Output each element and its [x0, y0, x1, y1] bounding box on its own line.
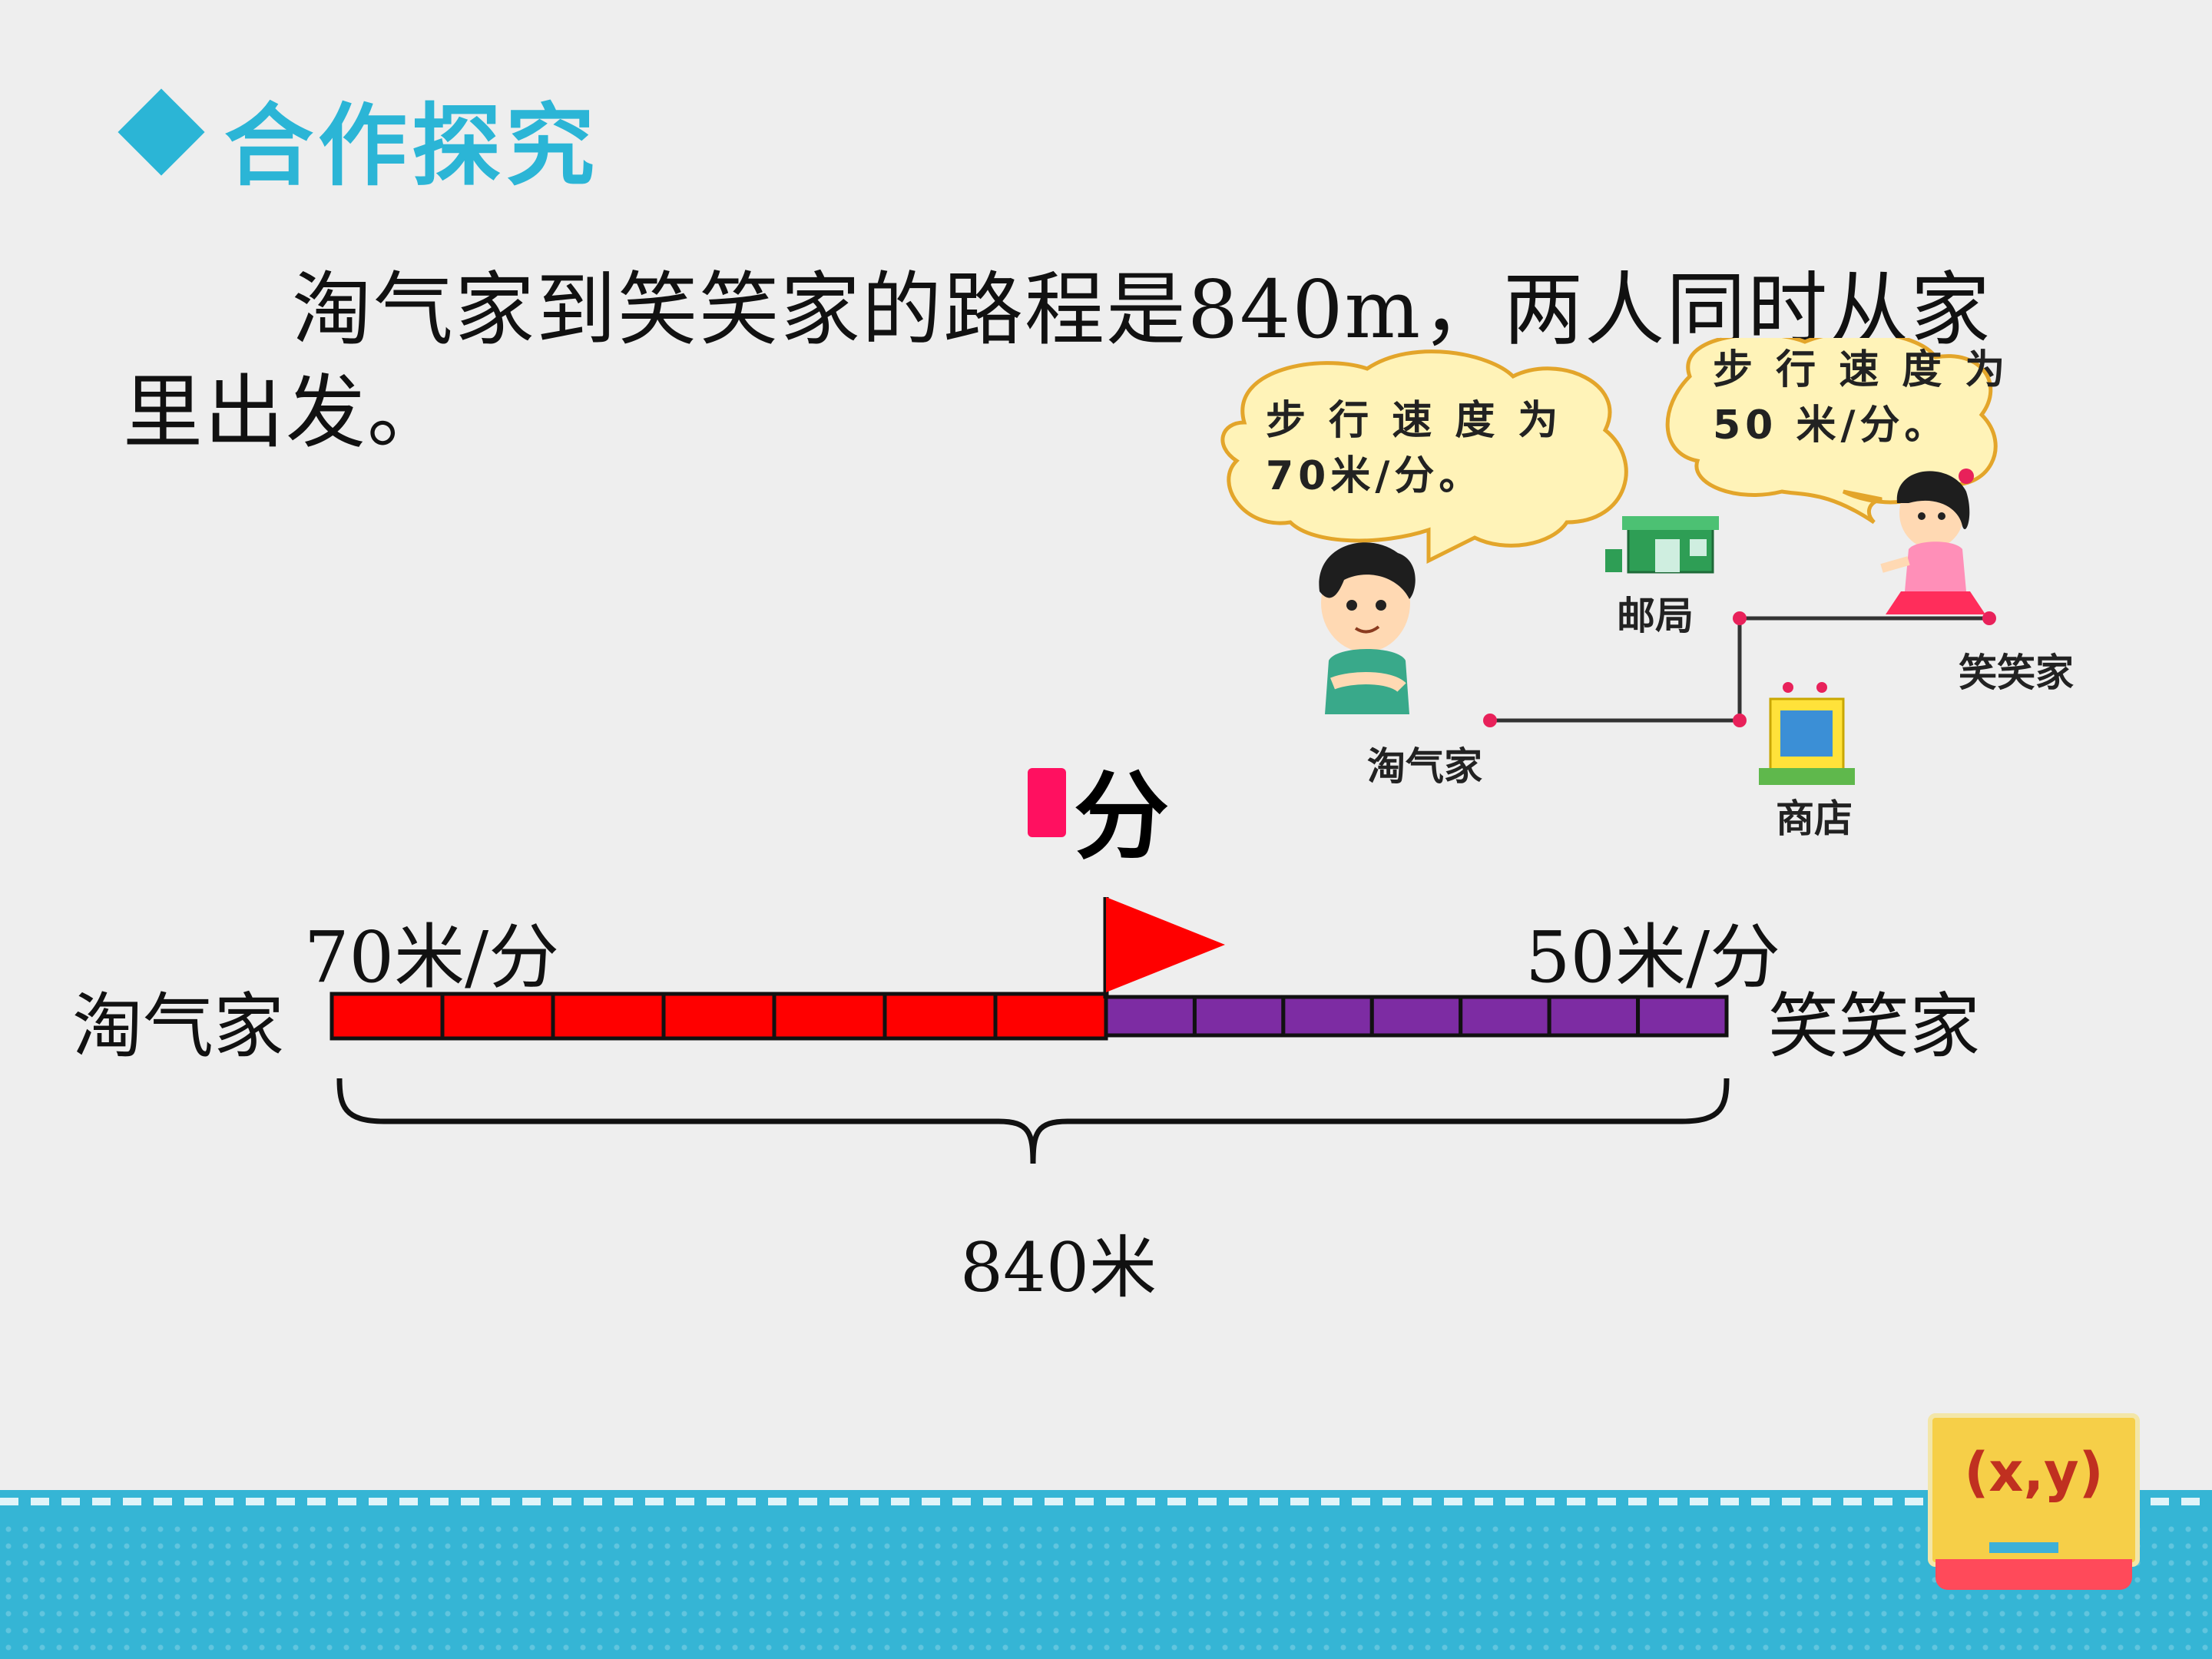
xy-badge: (x,y): [1928, 1413, 2140, 1590]
flag-icon: [1103, 897, 1225, 998]
purple-segment: [1104, 995, 1197, 1038]
footer-band: [0, 1490, 2212, 1659]
diamond-icon: [118, 88, 205, 176]
red-segment: [772, 992, 887, 1041]
page-title: 合作探究: [224, 94, 599, 198]
boy-speech-bubble: [1220, 349, 1628, 565]
red-segment: [329, 992, 445, 1041]
purple-segment: [1636, 995, 1729, 1038]
red-segment: [993, 992, 1108, 1041]
problem-line-2: 里出发。: [123, 366, 449, 459]
purple-segment: [1547, 995, 1641, 1038]
route-map: [1483, 611, 1996, 727]
red-segment: [551, 992, 666, 1041]
red-segment: [661, 992, 777, 1041]
footer-dashed-line: [0, 1498, 2212, 1505]
segment-diagram: [329, 897, 1730, 1164]
shop-icon: [1759, 682, 1855, 785]
problem-line-1: 淘气家到笑笑家的路程是840m，两人同时从家: [292, 263, 1992, 356]
badge-text: (x,y): [1964, 1441, 2104, 1504]
brace-icon: [336, 1078, 1730, 1164]
taoqi-home-map-label: 淘气家: [1367, 744, 1482, 789]
girl-icon: [1880, 469, 1985, 614]
left-home-label: 淘气家: [72, 985, 285, 1068]
left-speed-label: 70米/分: [304, 916, 560, 998]
boy-bubble-text: 步 行 速 度 为 70米/分。: [1266, 398, 1563, 499]
time-unit: 分: [1074, 762, 1170, 873]
xiaoxiao-home-map-label: 笑笑家: [1959, 651, 2074, 695]
scene-illustration: [1220, 338, 1998, 785]
boy-icon: [1319, 542, 1416, 714]
red-segment: [882, 992, 998, 1041]
red-segment: [440, 992, 555, 1041]
purple-segment: [1459, 995, 1551, 1038]
purple-segment: [1369, 995, 1463, 1038]
shop-label: 商店: [1776, 796, 1853, 841]
right-speed-label: 50米/分: [1525, 916, 1781, 998]
purple-segment: [1192, 995, 1286, 1038]
time-value-mark: [1028, 768, 1066, 837]
girl-bubble-text: 步 行 速 度 为 50 米/分。: [1713, 347, 2010, 449]
footer-pattern: [0, 1521, 2212, 1659]
post-office-icon: [1605, 516, 1719, 574]
total-distance-label: 840米: [960, 1228, 1157, 1307]
purple-segment: [1281, 995, 1374, 1038]
post-office-label: 邮局: [1617, 594, 1694, 638]
segment-bar: [329, 992, 1729, 1041]
right-home-label: 笑笑家: [1768, 985, 1981, 1068]
